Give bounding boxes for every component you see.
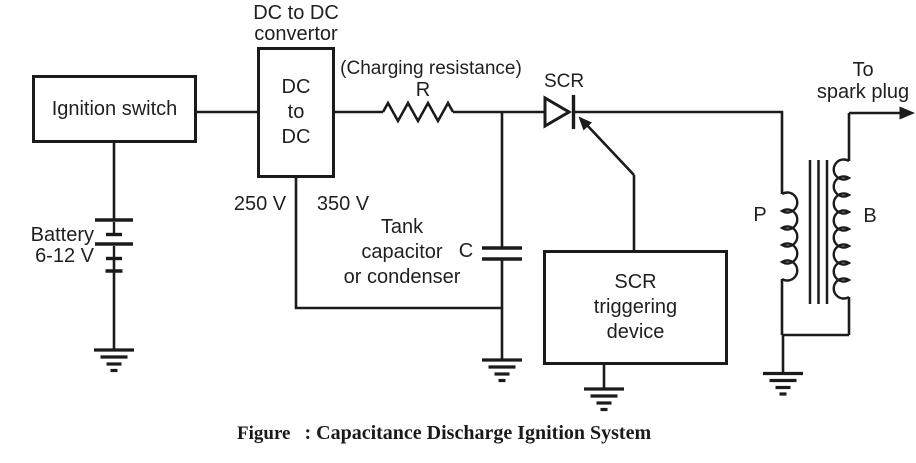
dc-dc-converter-label-line1: DC to DC bbox=[253, 2, 339, 24]
charging-resistance-label: (Charging resistance) bbox=[340, 58, 522, 79]
figure-caption-prefix: Figure bbox=[237, 423, 291, 444]
spark-plug-arrowhead bbox=[899, 106, 915, 120]
figure-caption: Figure : Capacitance Discharge Ignition … bbox=[237, 422, 651, 445]
scr-label: SCR bbox=[543, 71, 585, 92]
ignition-switch-box: Ignition switch bbox=[32, 75, 197, 143]
transformer-core bbox=[808, 160, 829, 304]
tank-capacitor-label-line3: or condenser bbox=[343, 266, 461, 288]
dc-dc-converter-label: DC to DC convertor bbox=[253, 3, 339, 45]
resistor-symbol bbox=[381, 100, 455, 124]
figure-caption-text: : Capacitance Discharge Ignition System bbox=[304, 422, 652, 444]
dc-dc-box-line: to bbox=[287, 101, 305, 123]
battery-label-line1: Battery bbox=[30, 224, 94, 246]
capacitor-ref-label: C bbox=[458, 240, 474, 262]
gate-arrowhead bbox=[578, 116, 592, 131]
trigger-device-label-line: SCR bbox=[614, 271, 657, 293]
wire-scr-to-coil bbox=[573, 110, 784, 194]
battery-label: Battery 6-12 V bbox=[12, 225, 94, 267]
battery-label-line2: 6-12 V bbox=[35, 245, 94, 267]
voltage-350v-label: 350 V bbox=[316, 193, 370, 215]
resistor-ref-label: R bbox=[415, 79, 431, 101]
ground-icon bbox=[582, 387, 626, 412]
tank-capacitor-label: Tank capacitor or condenser bbox=[344, 215, 461, 290]
ground-icon bbox=[92, 348, 136, 373]
dc-dc-converter-box: DC to DC bbox=[257, 47, 335, 178]
scr-diode-symbol bbox=[543, 95, 576, 129]
spark-plug-arrow bbox=[849, 106, 915, 120]
tank-capacitor-label-line1: Tank bbox=[380, 216, 424, 238]
ground-icon bbox=[480, 358, 524, 383]
gate-arrow bbox=[578, 116, 636, 251]
scr-triggering-device-box: SCR triggering device bbox=[543, 250, 728, 365]
voltage-250v-label: 250 V bbox=[233, 193, 287, 215]
ground-icon bbox=[761, 371, 805, 396]
capacitor-symbol bbox=[482, 246, 522, 261]
trigger-device-label-line: device bbox=[606, 321, 665, 343]
dc-dc-converter-label-line2: convertor bbox=[254, 23, 338, 45]
dc-dc-box-line: DC bbox=[281, 126, 311, 148]
dc-dc-box-line: DC bbox=[281, 76, 311, 98]
spark-plug-label: To spark plug bbox=[817, 59, 909, 103]
secondary-winding-label: B bbox=[863, 205, 877, 227]
spark-plug-label-line2: spark plug bbox=[816, 81, 910, 103]
scr-anode-triangle bbox=[543, 95, 572, 129]
spark-plug-label-line1: To bbox=[852, 59, 874, 81]
gate-arrow-diagonal bbox=[584, 122, 635, 176]
wire-converter-return bbox=[294, 178, 502, 310]
primary-winding-label: P bbox=[753, 204, 767, 226]
ignition-switch-label: Ignition switch bbox=[51, 97, 178, 120]
secondary-coil-symbol bbox=[832, 158, 852, 300]
primary-coil-symbol bbox=[779, 191, 799, 282]
tank-capacitor-label-line2: capacitor bbox=[361, 241, 443, 263]
trigger-device-label-line: triggering bbox=[593, 296, 678, 318]
ignition-coil-symbol bbox=[779, 113, 852, 337]
